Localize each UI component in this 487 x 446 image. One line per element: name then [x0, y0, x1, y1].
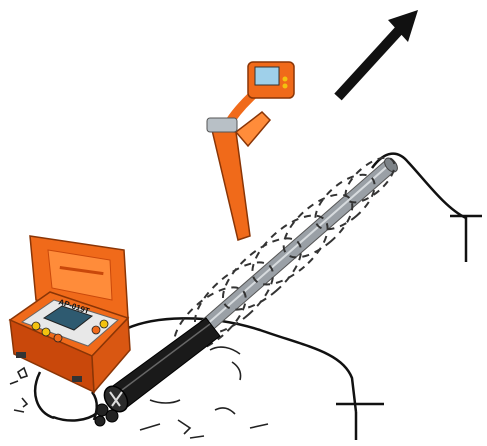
signal-generator: AP-019T — [10, 236, 130, 392]
receiver-locator — [207, 62, 294, 240]
direction-arrow-icon — [338, 10, 418, 97]
